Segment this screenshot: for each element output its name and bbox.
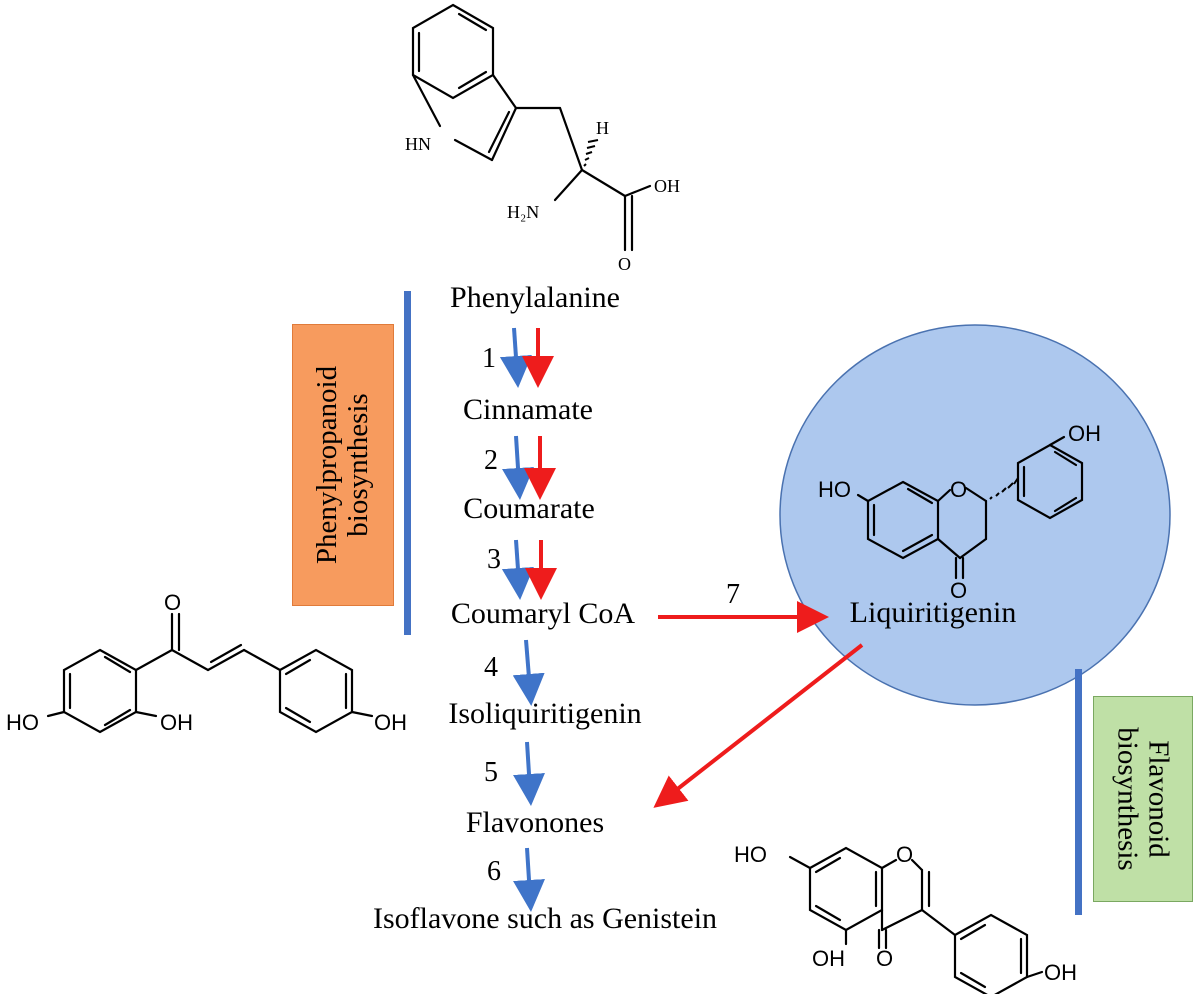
arrow-1-blue [499,327,532,388]
arrow-4-blue [512,639,545,706]
step-number-5: 5 [484,757,498,788]
metabolite-flavonones: Flavonones [465,806,605,839]
phenylpropanoid-divider-line [404,291,411,635]
atom-keto-o: O [950,578,967,603]
atom-oh-ortho: OH [160,710,193,735]
metabolite-coumarate: Coumarate [463,492,595,525]
step-number-6: 6 [487,856,501,887]
atom-keto-o: O [876,946,893,971]
flavonoid-line2: biosynthesis [1112,727,1144,871]
atom-carbonyl-o: O [618,254,631,274]
phenylpropanoid-label-box: Phenylpropanoid biosynthesis [292,324,394,606]
flavonoid-label-box: Flavonoid biosynthesis [1093,696,1193,902]
atom-oh: OH [1044,960,1077,985]
flavonoid-line1: Flavonoid [1143,740,1175,858]
atom-ho: HO [818,477,851,502]
arrow-6-blue [513,847,545,912]
metabolite-liquiritigenin: Liquiritigenin [849,596,1017,629]
step-number-7: 7 [726,579,740,610]
arrow-5-blue [513,741,545,806]
phenylpropanoid-label: Phenylpropanoid biosynthesis [311,365,374,565]
phenylpropanoid-line1: Phenylpropanoid [311,365,343,565]
arrow-liquiritigenin-to-flavonones [653,643,864,808]
atom-h: H [596,118,609,138]
step-number-2: 2 [484,445,498,476]
metabolite-coumaryl-coa: Coumaryl CoA [450,597,636,630]
atom-carbonyl-o: O [164,590,181,615]
flavonoid-divider-line [1075,669,1082,915]
atom-ring-o: O [896,842,913,867]
arrow-2-blue [502,435,534,500]
atom-oh-5: OH [812,946,845,971]
atom-ho: HO [6,710,39,735]
atom-oh-para: OH [374,710,407,735]
metabolite-phenylalanine: Phenylalanine [450,281,620,314]
atom-ho: HO [734,842,767,867]
metabolite-isoflavone-genistein: Isoflavone such as Genistein [372,902,718,935]
step-number-3: 3 [487,544,501,575]
metabolite-isoliquiritigenin: Isoliquiritigenin [448,697,642,730]
atom-ring-o: O [950,477,967,502]
arrow-3-blue [501,539,534,600]
atom-nh: HN [405,134,431,154]
atom-oh: OH [654,176,680,196]
metabolite-cinnamate: Cinnamate [463,393,593,426]
phenylpropanoid-line2: biosynthesis [342,393,374,537]
step-number-4: 4 [484,652,498,683]
liquiritigenin-highlight-circle [779,324,1171,706]
flavonoid-label: Flavonoid biosynthesis [1112,727,1175,871]
atom-h2n: H₂N [507,202,539,222]
step-number-1: 1 [482,343,496,374]
atom-oh: OH [1068,421,1101,446]
